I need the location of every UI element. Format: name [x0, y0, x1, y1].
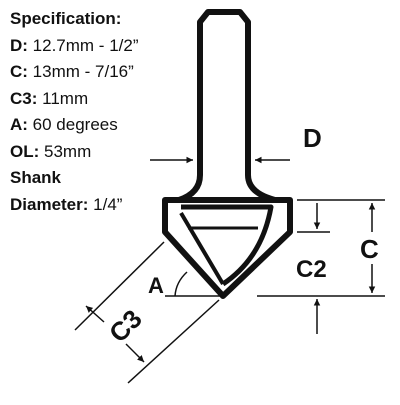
spec-row-c: C: 13mm - 7/16” [10, 59, 139, 86]
spec-row-d: D: 12.7mm - 1/2” [10, 33, 139, 60]
cutting-edge-curve [181, 204, 274, 287]
spec-row-ol: OL: 53mm [10, 139, 139, 166]
a-angle-arc [174, 271, 188, 297]
neck-left-curve [177, 174, 203, 203]
spec-row-diameter: Diameter: 1/4” [10, 192, 139, 219]
dimension-c2 [297, 203, 330, 334]
label-c3: C3 [103, 304, 148, 349]
spec-heading: Specification: [10, 9, 122, 28]
spec-row-c3: C3: 11mm [10, 86, 139, 113]
spec-key: C: [10, 62, 28, 81]
spec-value: 60 degrees [27, 115, 118, 134]
specification-block: Specification: D: 12.7mm - 1/2” C: 13mm … [10, 6, 139, 218]
c3-arrow-top [85, 305, 105, 323]
label-c2: C2 [296, 256, 327, 283]
spec-row-a: A: 60 degrees [10, 112, 139, 139]
spec-value: 13mm - 7/16” [27, 62, 134, 81]
neck-right-curve [245, 174, 276, 203]
c3-extension-top [74, 241, 165, 331]
spec-key: Diameter: [10, 194, 89, 214]
spec-value: 1/4” [88, 194, 123, 214]
label-a: A [148, 273, 164, 298]
dimension-c [257, 199, 385, 297]
spec-value: 11mm [37, 88, 89, 108]
cutter-body-outline [162, 197, 293, 299]
c3-extension-bottom [127, 299, 220, 384]
spec-value: 53mm [39, 141, 92, 161]
spec-key: C3: [10, 88, 38, 108]
spec-row-shank: Shank [10, 165, 139, 192]
label-d: D [303, 123, 322, 153]
spec-key: OL: [10, 141, 40, 161]
dimension-a [165, 271, 223, 297]
spec-value: 12.7mm - 1/2” [27, 35, 139, 55]
label-c: C [360, 234, 379, 264]
spec-key: D: [10, 35, 28, 55]
cutting-face-line [179, 211, 225, 286]
router-bit [162, 9, 293, 299]
c3-arrow-bottom [125, 343, 145, 363]
dimension-c3 [74, 241, 220, 384]
spec-key: Shank [10, 168, 62, 187]
shank-outline [197, 9, 251, 175]
spec-key: A: [10, 115, 28, 134]
